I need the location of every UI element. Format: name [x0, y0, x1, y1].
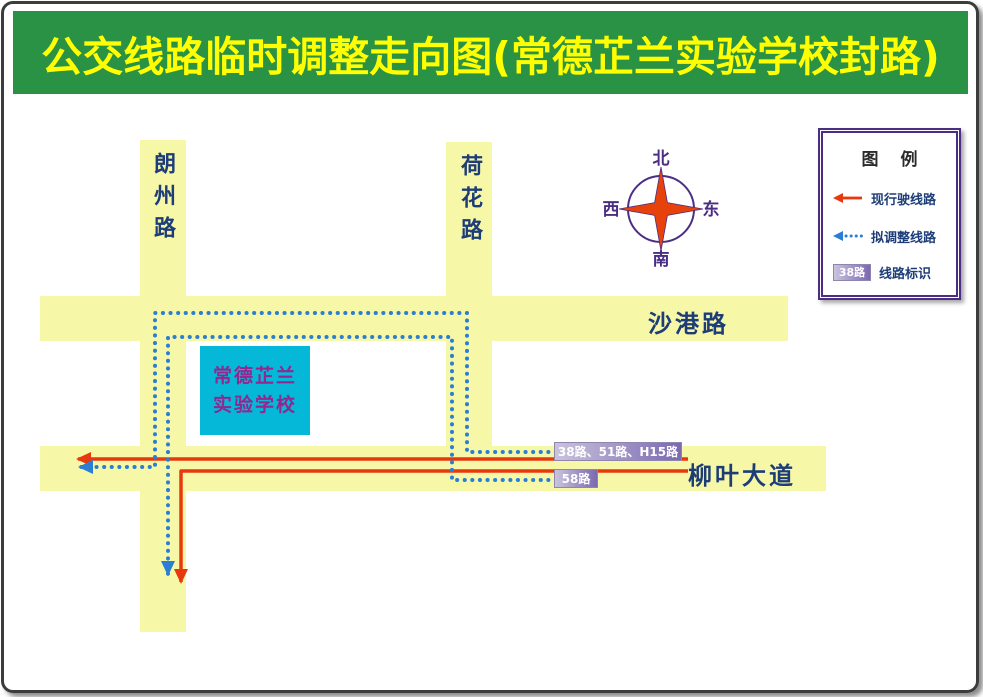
school-name-line2: 实验学校	[212, 393, 297, 416]
route-badge-38-51-h15: 38路、51路、H15路	[554, 442, 682, 461]
red-solid-arrow-icon	[833, 193, 862, 203]
compass-label-west: 西	[603, 200, 620, 220]
road-langzhou	[140, 140, 186, 632]
route-proposed-38-51-h15	[78, 311, 558, 474]
school-name-line1: 常德芷兰	[212, 365, 297, 387]
legend-item-proposed-route: 拟调整线路	[833, 225, 936, 247]
legend-label-current: 现行驶线路	[871, 192, 937, 208]
legend-label-proposed: 拟调整线路	[871, 230, 937, 246]
road-liuye	[40, 446, 826, 491]
compass-label-east: 东	[703, 199, 720, 220]
route-proposed-58	[161, 335, 558, 576]
legend-box: 图 例 现行驶线路 拟调整线路 38路 线路标识	[818, 128, 961, 300]
road-shagang	[40, 296, 788, 341]
road-label-langzhou: 朗州路	[150, 152, 175, 248]
legend-item-route-badge: 38路 线路标识	[833, 261, 931, 283]
legend-title: 图 例	[861, 150, 926, 170]
title-banner: 公交线路临时调整走向图(常德芷兰实验学校封路)	[13, 11, 968, 94]
route-current-langzhou-southbound	[174, 469, 688, 584]
road-label-liuye: 柳叶大道	[688, 462, 796, 490]
page-title: 公交线路临时调整走向图(常德芷兰实验学校封路)	[41, 32, 940, 81]
blue-dashed-arrow-icon	[833, 231, 863, 241]
compass-label-south: 南	[653, 249, 670, 270]
road-label-hehua: 荷花路	[457, 154, 482, 250]
compass-rose: 北 南 西 东	[603, 149, 720, 270]
school-block: 常德芷兰 实验学校	[200, 346, 310, 435]
route-badge-58: 58路	[554, 469, 598, 488]
compass-star-icon	[618, 166, 704, 252]
road-label-shagang: 沙港路	[648, 310, 729, 338]
compass-label-north: 北	[653, 149, 670, 169]
legend-label-badge: 线路标识	[879, 266, 932, 282]
legend-route-badge-sample: 38路	[833, 263, 871, 281]
legend-item-current-route: 现行驶线路	[833, 187, 936, 209]
